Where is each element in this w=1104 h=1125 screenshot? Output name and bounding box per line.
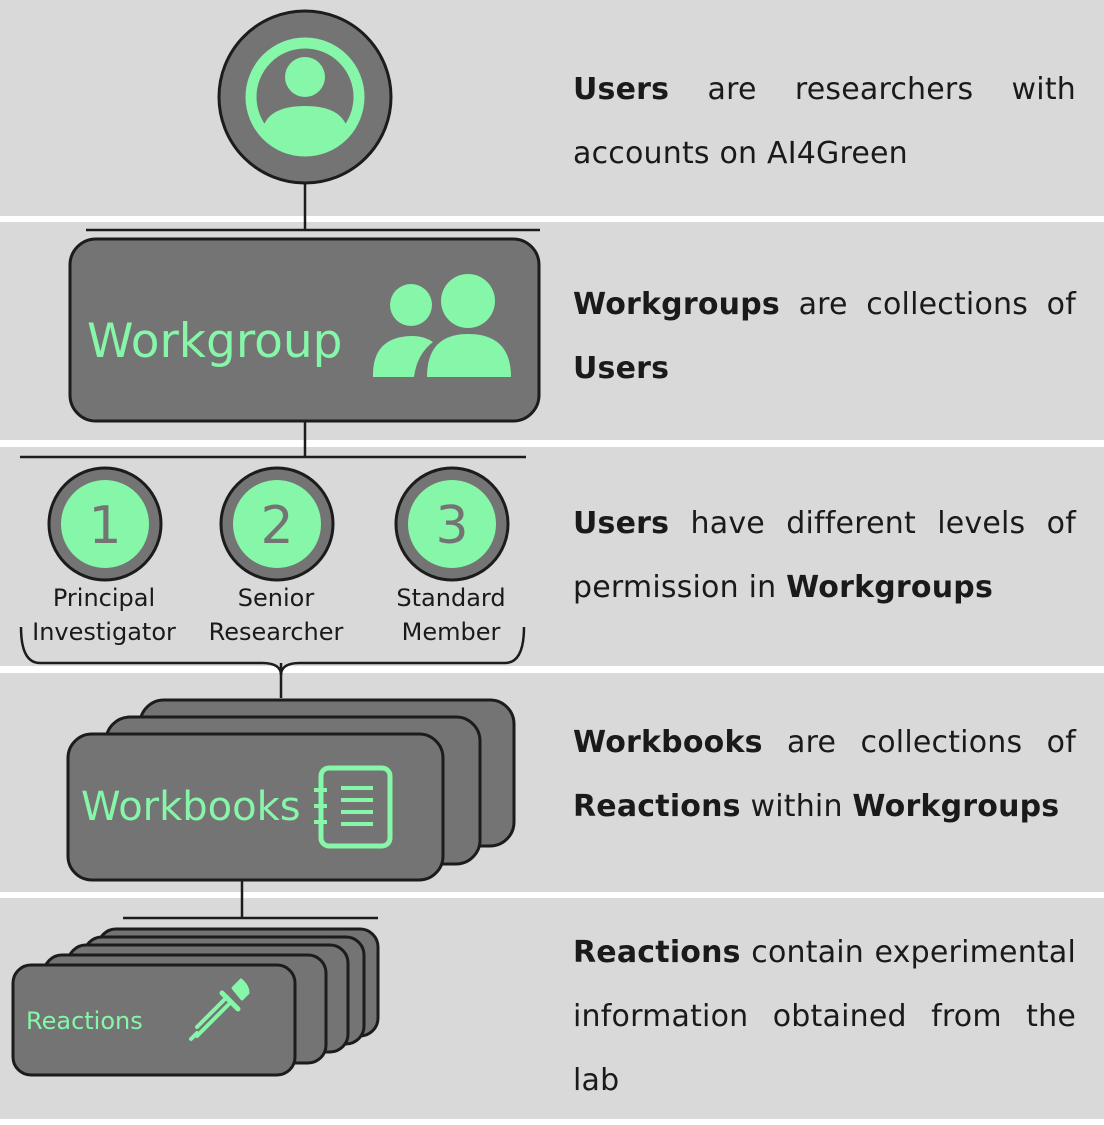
reactions-term: Reactions bbox=[573, 789, 741, 824]
user-avatar-icon bbox=[217, 9, 393, 185]
word: from bbox=[931, 999, 1002, 1034]
workgroup-label: Workgroup bbox=[87, 314, 343, 369]
word: researchers bbox=[794, 72, 974, 107]
workbooks-description-line1: Workbooks are collections of bbox=[573, 711, 1076, 775]
role-senior-researcher: 2 Senior Researcher bbox=[209, 466, 344, 646]
users-band bbox=[0, 0, 1104, 216]
workgroups-term: Workgroups bbox=[573, 287, 780, 322]
workgroups-term: Workgroups bbox=[786, 570, 994, 605]
users-description-line1: Users are researchers with bbox=[573, 58, 1076, 122]
permissions-band bbox=[0, 447, 1104, 666]
role-label-line1: Standard bbox=[396, 584, 505, 612]
word: are bbox=[798, 287, 848, 322]
workgroups-description: Workgroups are collections of Users bbox=[573, 273, 1076, 401]
numbered-list-icon bbox=[314, 765, 393, 849]
role-label-line1: Principal bbox=[53, 584, 155, 612]
reactions-label: Reactions bbox=[26, 1007, 143, 1035]
role-standard-member: 3 Standard Member bbox=[394, 466, 510, 646]
word: collections bbox=[866, 287, 1029, 322]
workgroups-description-line1: Workgroups are collections of bbox=[573, 273, 1076, 337]
workbooks-term: Workbooks bbox=[573, 725, 763, 760]
text-fragment: within bbox=[740, 789, 853, 824]
people-group-icon bbox=[372, 274, 511, 377]
pipette-icon bbox=[189, 978, 250, 1041]
role-label-line2: Investigator bbox=[32, 618, 176, 646]
role-number: 1 bbox=[88, 496, 121, 556]
word: with bbox=[1011, 72, 1076, 107]
role-number: 2 bbox=[260, 496, 293, 556]
reactions-description-line1: Reactions contain experimental bbox=[573, 921, 1076, 985]
word: collections bbox=[860, 725, 1023, 760]
permissions-description-line2: permission in Workgroups bbox=[573, 570, 993, 605]
role-label-line1: Senior bbox=[238, 584, 315, 612]
word: information bbox=[573, 999, 749, 1034]
role-number: 3 bbox=[435, 496, 468, 556]
users-description: Users are researchers with accounts on A… bbox=[573, 58, 1076, 186]
word: different bbox=[786, 506, 916, 541]
reactions-stack: Reactions bbox=[11, 927, 380, 1077]
permissions-description-line1: Users have different levels of bbox=[573, 492, 1076, 556]
reactions-description-line2: information obtained from the bbox=[573, 985, 1076, 1049]
reactions-description-line3: lab bbox=[573, 1063, 620, 1098]
word: obtained bbox=[772, 999, 907, 1034]
role-label-line2: Researcher bbox=[209, 618, 344, 646]
word: are bbox=[787, 725, 837, 760]
reactions-description: Reactions contain experimental informati… bbox=[573, 921, 1076, 1113]
text-fragment: permission in bbox=[573, 570, 787, 605]
word: of bbox=[1046, 287, 1076, 322]
word: levels bbox=[937, 506, 1026, 541]
users-term: Users bbox=[573, 506, 670, 541]
users-term: Users bbox=[573, 351, 670, 386]
connector-lines bbox=[19, 184, 540, 920]
role-principal-investigator: 1 Principal Investigator bbox=[32, 466, 176, 646]
reactions-term: Reactions bbox=[573, 935, 741, 970]
word: have bbox=[690, 506, 765, 541]
users-term: Users bbox=[573, 72, 670, 107]
workbooks-description-line2: Reactions within Workgroups bbox=[573, 789, 1059, 824]
users-description-line2: accounts on AI4Green bbox=[573, 136, 908, 171]
word: the bbox=[1026, 999, 1076, 1034]
workgroups-term: Workgroups bbox=[852, 789, 1060, 824]
word: of bbox=[1046, 725, 1076, 760]
word: of bbox=[1046, 506, 1076, 541]
text-fragment: contain experimental bbox=[740, 935, 1076, 970]
word: are bbox=[707, 72, 757, 107]
workgroup-box: Workgroup bbox=[68, 237, 541, 423]
workbooks-stack: Workbooks bbox=[66, 698, 516, 882]
role-label-line2: Member bbox=[402, 618, 501, 646]
workbooks-label: Workbooks bbox=[81, 784, 301, 830]
workbooks-description: Workbooks are collections of Reactions w… bbox=[573, 711, 1076, 839]
permissions-description: Users have different levels of permissio… bbox=[573, 492, 1076, 620]
